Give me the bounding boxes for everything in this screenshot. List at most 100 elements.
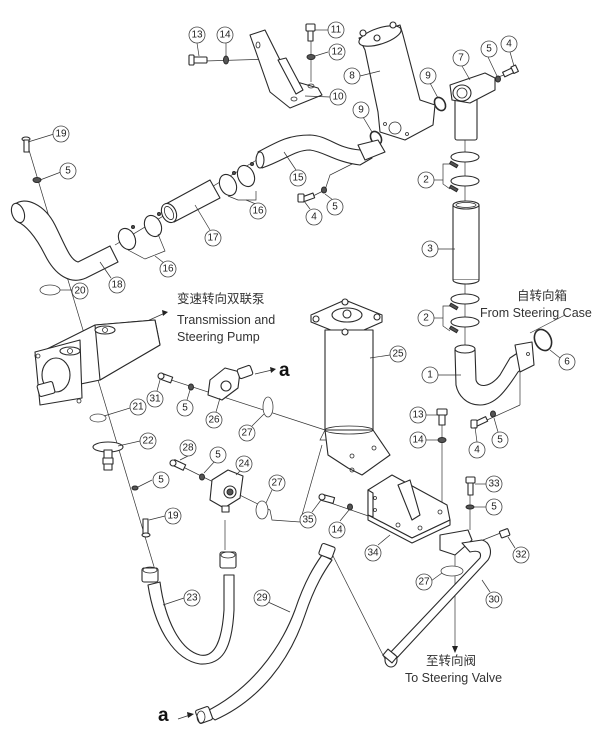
callout-5-top-left[interactable]: 5: [39, 162, 77, 181]
washer-5-22: [131, 485, 139, 491]
callout-14-right[interactable]: 14: [409, 431, 438, 449]
svg-text:6: 6: [564, 357, 570, 368]
callout-18[interactable]: 18: [99, 261, 126, 294]
callout-14-35[interactable]: 14: [328, 509, 350, 539]
bolt-19-lower: [141, 518, 151, 538]
svg-text:14: 14: [331, 525, 343, 536]
svg-text:19: 19: [167, 511, 179, 522]
callout-28[interactable]: 28: [179, 439, 197, 461]
svg-text:19: 19: [55, 129, 67, 140]
pump-label-en-line2: Steering Pump: [177, 330, 260, 344]
callout-4-top-right[interactable]: 4: [500, 35, 518, 67]
callout-30[interactable]: 30: [481, 579, 503, 609]
callout-27-top[interactable]: 27: [238, 413, 265, 442]
svg-text:23: 23: [186, 593, 198, 604]
hose-3: [452, 200, 480, 285]
o-ring-27-bottom: [440, 565, 464, 577]
callout-3[interactable]: 3: [421, 240, 455, 258]
callout-7[interactable]: 7: [452, 49, 471, 81]
callout-5-mid[interactable]: 5: [324, 193, 344, 216]
svg-text:5: 5: [215, 450, 221, 461]
callout-31[interactable]: 31: [146, 379, 164, 408]
pump-label-cn: 变速转向双联泵: [177, 291, 265, 306]
flange-26: [207, 364, 254, 401]
callout-13-right[interactable]: 13: [409, 406, 437, 424]
callout-4-lower-right[interactable]: 4: [468, 426, 486, 459]
callout-14-top[interactable]: 14: [216, 26, 234, 56]
callout-19-lower[interactable]: 19: [148, 507, 182, 525]
svg-text:32: 32: [515, 550, 527, 561]
callout-26[interactable]: 26: [205, 397, 223, 429]
callout-5-top-right[interactable]: 5: [480, 40, 498, 77]
bolt-33: [465, 476, 476, 496]
hose-23: [141, 551, 237, 665]
bolt-4-lower-right: [470, 416, 489, 429]
bolt-28: [169, 459, 187, 471]
callout-9-right[interactable]: 9: [419, 67, 439, 99]
hose-29: [195, 542, 336, 724]
callout-21[interactable]: 21: [103, 398, 147, 417]
callout-16-right[interactable]: 16: [227, 191, 267, 220]
callout-2-upper[interactable]: 2: [417, 163, 451, 190]
callout-13-top[interactable]: 13: [188, 26, 206, 57]
washer-5-28: [199, 473, 205, 481]
svg-text:5: 5: [182, 403, 188, 414]
callout-5-31[interactable]: 5: [176, 389, 194, 417]
washer-14-top: [223, 55, 229, 65]
callout-1[interactable]: 1: [421, 366, 461, 384]
callout-12[interactable]: 12: [314, 43, 346, 61]
callout-29[interactable]: 29: [253, 589, 291, 613]
callout-2-lower[interactable]: 2: [417, 305, 451, 332]
o-ring-27-top: [262, 396, 274, 418]
callout-24[interactable]: 24: [235, 455, 253, 476]
callout-32[interactable]: 32: [507, 536, 530, 564]
callout-35[interactable]: 35: [299, 499, 322, 529]
callout-8[interactable]: 8: [343, 67, 381, 85]
callout-17[interactable]: 17: [194, 204, 222, 247]
svg-text:2: 2: [423, 313, 429, 324]
callout-5-28[interactable]: 5: [203, 446, 227, 474]
hose-clamps-16-left: [117, 212, 163, 251]
callout-5-33[interactable]: 5: [474, 498, 503, 516]
callout-22[interactable]: 22: [117, 432, 157, 450]
svg-text:20: 20: [74, 286, 86, 297]
flange-fitting-22: [92, 441, 124, 471]
svg-text:9: 9: [358, 105, 364, 116]
elbow-flange-7: [449, 72, 496, 141]
callout-15[interactable]: 15: [283, 151, 307, 187]
plug-32: [498, 528, 511, 539]
callout-33[interactable]: 33: [475, 475, 503, 493]
callout-6[interactable]: 6: [549, 349, 576, 371]
callout-9-left[interactable]: 9: [352, 101, 373, 133]
svg-text:27: 27: [241, 428, 253, 439]
svg-text:17: 17: [207, 233, 219, 244]
svg-text:24: 24: [238, 459, 250, 470]
callout-4-mid[interactable]: 4: [303, 200, 323, 226]
suction-pipe-1: [454, 341, 535, 406]
callout-20[interactable]: 20: [60, 282, 89, 300]
svg-text:2: 2: [423, 175, 429, 186]
from-case-label-cn: 自转向箱: [517, 288, 567, 303]
callout-34[interactable]: 34: [364, 534, 391, 562]
from-case-label-en: From Steering Case: [480, 306, 592, 320]
callout-5-22[interactable]: 5: [137, 471, 170, 489]
connection-a-top: a: [279, 360, 290, 381]
svg-text:34: 34: [367, 548, 379, 559]
callout-25[interactable]: 25: [369, 345, 407, 363]
washer-5-mid: [321, 186, 327, 194]
svg-text:5: 5: [158, 475, 164, 486]
callout-10[interactable]: 10: [304, 88, 347, 106]
callout-27-mid[interactable]: 27: [265, 474, 286, 504]
callout-27-bottom[interactable]: 27: [415, 572, 443, 591]
pipe-30: [382, 529, 491, 668]
svg-text:4: 4: [506, 39, 512, 50]
svg-text:16: 16: [162, 264, 174, 275]
callout-16-left[interactable]: 16: [127, 233, 177, 278]
callout-11[interactable]: 11: [315, 21, 345, 39]
callout-23[interactable]: 23: [162, 589, 201, 607]
callout-5-lower-right[interactable]: 5: [491, 417, 509, 449]
svg-text:5: 5: [332, 202, 338, 213]
callout-19-top[interactable]: 19: [27, 125, 70, 143]
svg-text:5: 5: [491, 502, 497, 513]
